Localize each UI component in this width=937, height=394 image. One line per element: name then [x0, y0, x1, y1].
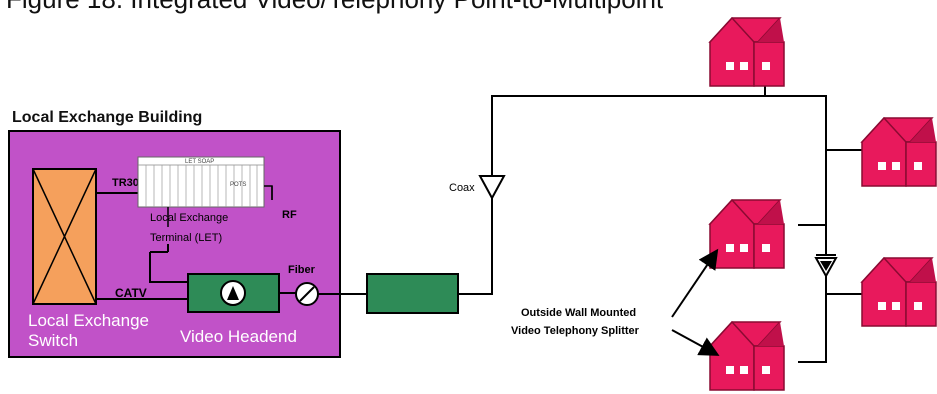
- coax-amplifier-icon: [478, 175, 506, 201]
- splitter-label-line2: Video Telephony Splitter: [511, 325, 640, 337]
- tr303-label: TR303: [112, 177, 145, 189]
- headend-label: Video Headend: [180, 327, 297, 346]
- let-panel-icon: [137, 156, 265, 208]
- switch-label-line1: Local Exchange: [28, 311, 149, 330]
- switch-label-line2: Switch: [28, 331, 78, 350]
- fiber-label: Fiber: [288, 264, 316, 276]
- let-caption-line2: Terminal (LET): [150, 232, 222, 244]
- let-caption-line1: Local Exchange: [150, 212, 228, 224]
- catv-label: CATV: [115, 286, 147, 300]
- coax-label: Coax: [449, 182, 475, 194]
- distribution-amplifier-icon: [814, 254, 838, 279]
- house-icon: [708, 320, 785, 391]
- splitter-arrow-lower: [671, 329, 720, 356]
- let-panel-side-text: POTS: [230, 182, 246, 188]
- house-icon: [708, 16, 785, 87]
- figure-title: Figure 18. Integrated Video/Telephony Po…: [6, 0, 664, 14]
- let-to-headend-link: [149, 252, 188, 283]
- house-icon: [708, 198, 785, 269]
- rf-label: RF: [282, 209, 297, 221]
- splitter-arrow-upper: [671, 248, 719, 318]
- fiber-node-box: [366, 273, 459, 314]
- switch-icon: [32, 168, 97, 305]
- building-label: Local Exchange Building: [12, 109, 202, 126]
- house-icon: [860, 116, 937, 187]
- house-icon: [860, 256, 937, 327]
- splitter-label-line1: Outside Wall Mounted: [521, 307, 636, 319]
- branch-house-5: [798, 275, 827, 363]
- fiber-node-icon: [295, 282, 319, 306]
- video-headend-icon: [187, 273, 280, 313]
- let-panel-header: LET SOAP: [185, 159, 214, 165]
